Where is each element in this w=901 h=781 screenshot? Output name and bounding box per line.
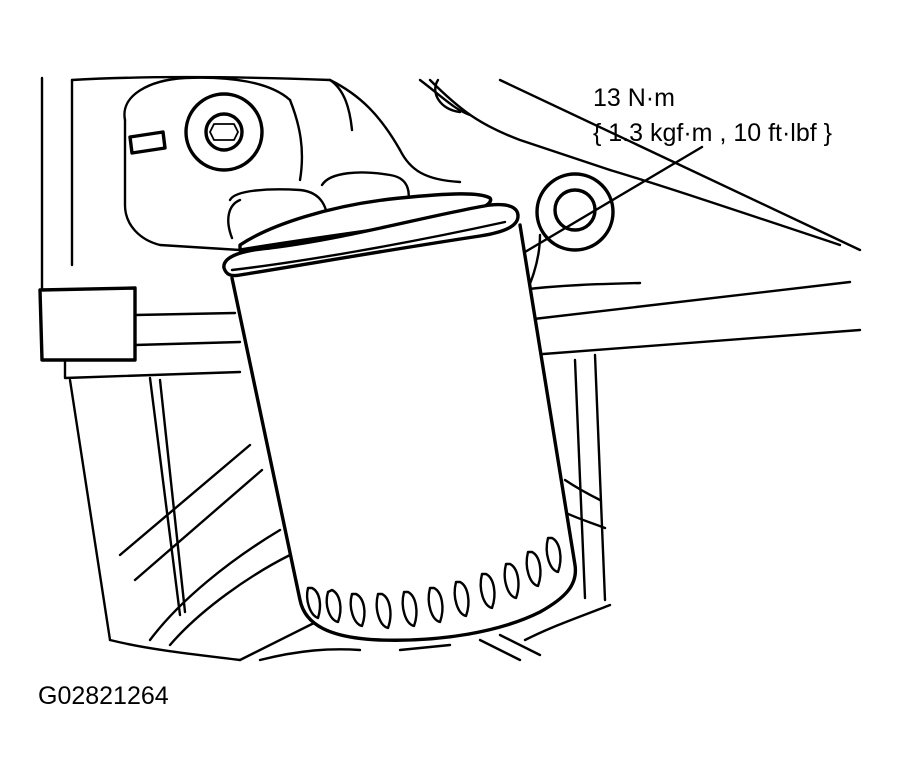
torque-secondary-label: { 1.3 kgf·m , 10 ft·lbf }	[593, 119, 832, 147]
torque-callout: 13 N·m { 1.3 kgf·m , 10 ft·lbf }	[523, 84, 832, 254]
figure-id: G02821264	[38, 682, 169, 710]
torque-primary-label: 13 N·m	[593, 84, 675, 112]
filter-grip-ribs	[305, 536, 562, 630]
oil-filter	[222, 192, 578, 642]
leader-line	[523, 145, 704, 254]
engine-block	[38, 75, 862, 662]
